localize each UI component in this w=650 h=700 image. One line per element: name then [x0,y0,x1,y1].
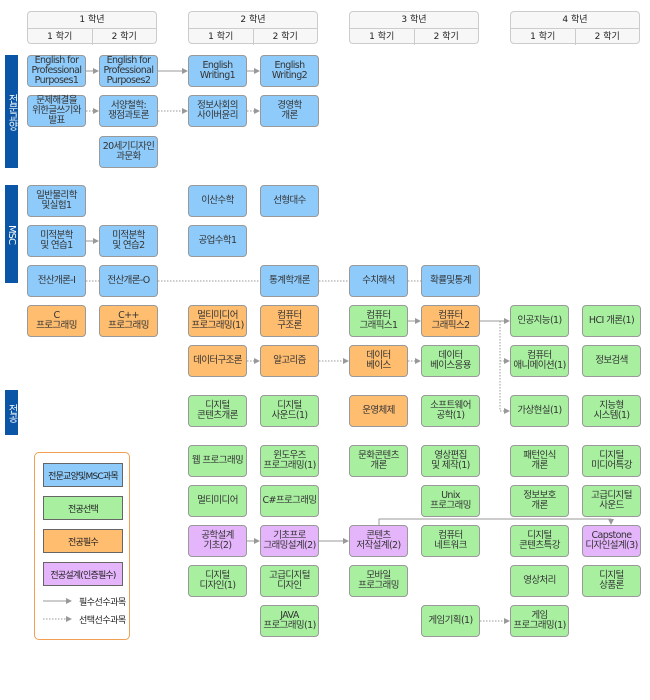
course-box[interactable]: 영상편집 및 제작(1) [421,445,480,477]
semester-label: 2 학기 [91,29,157,45]
semester-label: 2 학기 [252,29,318,45]
course-box[interactable]: JAVA 프로그래밍(1) [260,605,319,637]
course-box[interactable]: 컴퓨터 그래픽스2 [421,305,480,337]
course-box[interactable]: 수치해석 [349,265,408,297]
course-box[interactable]: 고급디지털 사운드 [582,485,641,517]
course-box[interactable]: 콘텐츠 저작설계(2) [349,525,408,557]
course-box[interactable]: 가상현실(1) [510,395,569,427]
course-box[interactable]: 컴퓨터 네트워크 [421,525,480,557]
course-box[interactable]: Unix 프로그래밍 [421,485,480,517]
course-box[interactable]: English Writing1 [188,55,247,87]
course-box[interactable]: 일반물리학 및실험1 [27,185,86,217]
course-box[interactable]: 확률및통계 [421,265,480,297]
course-box[interactable]: 미적분학 및 연습1 [27,225,86,257]
section-major: 전공 [5,390,18,435]
semester-label: 1 학기 [47,32,73,42]
legend-major-required: 전공필수 [43,529,123,553]
section-liberal-arts: 전문교양 [5,55,18,168]
course-box[interactable]: 디지털 상품론 [582,565,641,597]
course-box[interactable]: 경영학 개론 [260,95,319,127]
year-header-2: 2 학년 1 학기 2 학기 [188,11,318,45]
course-box[interactable]: 알고리즘 [260,345,319,377]
course-box[interactable]: 멀티미디어 프로그래밍(1) [188,305,247,337]
semester-label: 1 학기 [208,32,234,42]
year-label: 2 학년 [189,12,317,29]
section-msc: MSC [5,185,18,283]
course-box[interactable]: 전산개론-I [27,265,86,297]
year-header-4: 4 학년 1 학기 2 학기 [510,11,640,45]
year-header-1: 1 학년 1 학기 2 학기 [27,11,157,45]
course-box[interactable]: 문화콘텐츠 개론 [349,445,408,477]
course-box[interactable]: 디지털 사운드(1) [260,395,319,427]
course-box[interactable]: English Writing2 [260,55,319,87]
course-box[interactable]: 영상처리 [510,565,569,597]
course-box[interactable]: 패턴인식 개론 [510,445,569,477]
course-box[interactable]: 컴퓨터 애니메이션(1) [510,345,569,377]
course-box[interactable]: C++ 프로그래밍 [99,305,158,337]
course-box[interactable]: 공학설계 기초(2) [188,525,247,557]
course-box[interactable]: 디지털 디자인(1) [188,565,247,597]
course-box[interactable]: 디지털 미디어특강 [582,445,641,477]
legend: 전문교양및MSC과목 전공선택 전공필수 전공설계(인증필수) 필수선수과목 선… [34,452,130,640]
semester-label: 2 학기 [574,29,640,45]
course-box[interactable]: 데이터 베이스응용 [421,345,480,377]
semester-label: 2 학기 [413,29,479,45]
course-box[interactable]: 선형대수 [260,185,319,217]
semester-label: 1 학기 [369,32,395,42]
course-box[interactable]: 컴퓨터 구조론 [260,305,319,337]
course-box[interactable]: 이산수학 [188,185,247,217]
year-label: 1 학년 [28,12,156,29]
course-box[interactable]: C 프로그래밍 [27,305,86,337]
legend-major-design: 전공설계(인증필수) [43,562,123,586]
course-box[interactable]: HCI 개론(1) [582,305,641,337]
course-box[interactable]: Capstone 디자인설계(3) [582,525,641,557]
course-box[interactable]: C#프로그래밍 [260,485,319,517]
course-box[interactable]: 통계학개론 [260,265,319,297]
legend-optional-prereq: 선택선수과목 [79,616,126,626]
course-box[interactable]: English for Professional Purposes2 [99,55,158,87]
course-box[interactable]: 공업수학1 [188,225,247,257]
course-box[interactable]: 디지털 콘텐츠특강 [510,525,569,557]
year-label: 4 학년 [511,12,639,29]
course-box[interactable]: 지능형 시스템(1) [582,395,641,427]
course-box[interactable]: 문제해결을 위한글쓰기와 발표 [27,95,86,127]
course-box[interactable]: 웹 프로그래밍 [188,445,247,477]
course-box[interactable]: 기초프로 그래밍설계(2) [260,525,319,557]
course-box[interactable]: 고급디지털 디자인 [260,565,319,597]
course-box[interactable]: 게임기획(1) [421,605,480,637]
course-box[interactable]: 모바일 프로그래밍 [349,565,408,597]
course-box[interactable]: 컴퓨터 그래픽스1 [349,305,408,337]
legend-liberal-msc: 전문교양및MSC과목 [43,463,123,487]
course-box[interactable]: 데이터 베이스 [349,345,408,377]
year-header-3: 3 학년 1 학기 2 학기 [349,11,479,45]
course-box[interactable]: 멀티미디어 [188,485,247,517]
course-box[interactable]: 데이터구조론 [188,345,247,377]
course-box[interactable]: 정보보호 개론 [510,485,569,517]
course-box[interactable]: 정보검색 [582,345,641,377]
course-box[interactable]: 인공지능(1) [510,305,569,337]
course-box[interactable]: 20세기디자인 과문화 [99,136,158,168]
semester-label: 1 학기 [530,32,556,42]
legend-arrow-icons [43,598,72,622]
legend-required-prereq: 필수선수과목 [79,598,126,608]
course-box[interactable]: 디지털 콘텐츠개론 [188,395,247,427]
course-box[interactable]: 윈도우즈 프로그래밍(1) [260,445,319,477]
course-box[interactable]: 정보사회의 사이버윤리 [188,95,247,127]
course-box[interactable]: 게임 프로그래밍(1) [510,605,569,637]
legend-major-elective: 전공선택 [43,496,123,520]
course-box[interactable]: 소프트웨어 공학(1) [421,395,480,427]
course-box[interactable]: English for Professional Purposes1 [27,55,86,87]
course-box[interactable]: 미적분학 및 연습2 [99,225,158,257]
year-label: 3 학년 [350,12,478,29]
course-box[interactable]: 서양철학: 쟁점과토론 [99,95,158,127]
course-box[interactable]: 운영체제 [349,395,408,427]
course-box[interactable]: 전산개론-O [99,265,158,297]
